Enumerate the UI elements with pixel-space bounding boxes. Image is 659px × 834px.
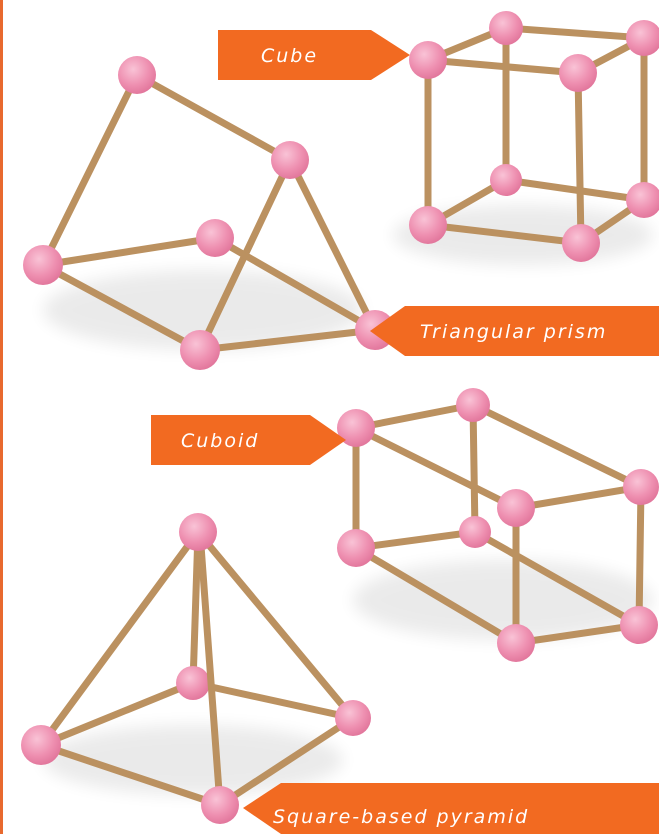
pyramid-edge (189, 679, 357, 722)
prism-vertex (180, 330, 220, 370)
pyramid-vertex (335, 700, 371, 736)
cube-vertex (562, 224, 600, 262)
label-arrow-shape (370, 306, 659, 356)
prism-edge (196, 326, 379, 354)
label-arrow-shape (218, 30, 410, 80)
square-based-pyramid (21, 513, 371, 824)
cube-vertex (626, 20, 659, 56)
prism-vertex (271, 141, 309, 179)
pyramid-vertex (179, 513, 217, 551)
label-triangular-prism: Triangular prism (370, 306, 659, 356)
prism-edge (39, 261, 204, 354)
cuboid-vertex (623, 469, 659, 505)
label-cuboid: Cuboid (151, 415, 346, 465)
cube-vertex (559, 54, 597, 92)
prism-vertex (118, 56, 156, 94)
cuboid-vertex (337, 409, 375, 447)
cube-edge (502, 176, 648, 204)
cube-vertex (490, 164, 522, 196)
cube-vertex (489, 11, 523, 45)
cuboid-edge (352, 528, 479, 552)
diagram-canvas: Cube Triangular prism Cuboid Square-base… (21, 11, 659, 834)
prism-vertex (23, 245, 63, 285)
cube-edge (424, 221, 585, 247)
cuboid-vertex (497, 489, 535, 527)
label-arrow-shape (243, 783, 659, 834)
cuboid-edge (471, 528, 643, 629)
pyramid-vertex (176, 666, 210, 700)
pyramid-edge (216, 714, 357, 809)
cuboid (337, 388, 659, 662)
prism-edge (39, 234, 219, 269)
cuboid-edge (635, 483, 645, 629)
cuboid-vertex (459, 516, 491, 548)
prism-edge (211, 234, 379, 334)
pyramid-vertex (21, 725, 61, 765)
prism-edge (39, 71, 141, 269)
cube-vertex (409, 41, 447, 79)
label-square-based-pyramid: Square-based pyramid (243, 783, 659, 834)
cuboid-edge (512, 483, 645, 512)
cube-vertex (626, 182, 659, 218)
pyramid-edge (37, 528, 202, 749)
pyramid-edge (196, 528, 224, 809)
label-arrow-shape (151, 415, 346, 465)
cuboid-edge (352, 544, 520, 647)
cuboid-edge (352, 401, 477, 432)
cuboid-vertex (337, 529, 375, 567)
prism-edge (133, 71, 294, 164)
triangular-prism (23, 56, 395, 370)
cuboid-edge (512, 621, 643, 647)
pyramid-edge (37, 741, 224, 809)
label-cube-text: Cube (261, 45, 318, 67)
prism-vertex (196, 219, 234, 257)
pyramid-edge (194, 528, 357, 722)
pyramid-edge (37, 679, 197, 749)
cuboid-vertex (620, 606, 658, 644)
label-cuboid-text: Cuboid (181, 430, 259, 452)
cuboid-edge (469, 401, 479, 536)
cube (393, 11, 659, 265)
cube-edge (574, 69, 585, 247)
prism-shadow (43, 270, 363, 350)
label-cube: Cube (218, 30, 410, 80)
cube-edge (502, 24, 648, 42)
cuboid-vertex (497, 624, 535, 662)
prism-edge (286, 156, 379, 334)
pyramid-edge (189, 528, 202, 687)
cuboid-edge (352, 424, 520, 512)
label-triangular-prism-text: Triangular prism (420, 321, 607, 343)
cuboid-vertex (456, 388, 490, 422)
label-square-based-pyramid-text: Square-based pyramid (273, 806, 529, 828)
cuboid-edge (469, 401, 645, 491)
cube-vertex (409, 206, 447, 244)
cuboid-shadow (353, 560, 653, 640)
pyramid-vertex (201, 786, 239, 824)
